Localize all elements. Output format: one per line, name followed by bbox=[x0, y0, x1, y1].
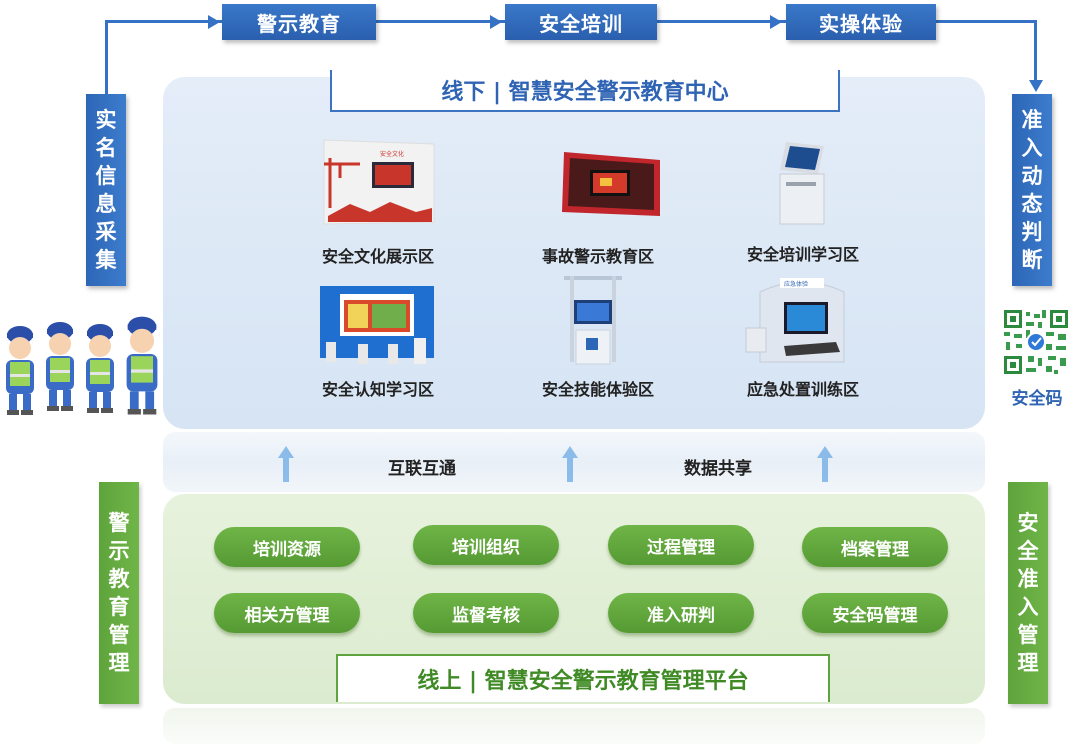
module-safety-code-management: 安全码管理 bbox=[802, 593, 948, 633]
skills-experience-area-image bbox=[564, 276, 622, 365]
emergency-training-area-image: 应急体验 bbox=[745, 278, 845, 363]
interconnection-label: 互联互通 bbox=[388, 459, 456, 479]
vertical-char: 管 bbox=[108, 623, 130, 647]
zone-label-culture-display: 安全文化展示区 bbox=[321, 247, 434, 266]
arrow-right-icon bbox=[208, 15, 220, 29]
module-training-resources: 培训资源 bbox=[214, 527, 360, 567]
up-arrow-icon bbox=[817, 446, 833, 482]
vertical-char: 态 bbox=[1021, 192, 1043, 216]
arrow-right-icon bbox=[770, 15, 782, 29]
vertical-char: 管 bbox=[1017, 623, 1039, 647]
workers-illustration bbox=[6, 316, 158, 415]
vertical-char: 入 bbox=[1021, 136, 1043, 160]
vertical-char: 名 bbox=[95, 136, 117, 160]
cognition-learning-area-image bbox=[320, 286, 434, 364]
vertical-char: 准 bbox=[1017, 567, 1039, 591]
flow-line-right-vertical bbox=[1034, 20, 1037, 80]
vertical-char: 理 bbox=[1017, 651, 1039, 675]
zone-label-training-learning: 安全培训学习区 bbox=[746, 245, 859, 264]
qr-label: 安全码 bbox=[1011, 389, 1063, 409]
module-training-organization: 培训组织 bbox=[413, 525, 559, 565]
zone-label-accident-warning: 事故警示教育区 bbox=[541, 247, 654, 266]
vertical-char: 育 bbox=[108, 595, 130, 619]
module-access-evaluation: 准入研判 bbox=[608, 593, 754, 633]
vertical-char: 实 bbox=[95, 108, 117, 132]
svg-text:安全文化: 安全文化 bbox=[380, 150, 404, 158]
safety-qr-code bbox=[1002, 308, 1070, 376]
vertical-char: 安 bbox=[1017, 511, 1039, 535]
vertical-char: 动 bbox=[1021, 164, 1043, 188]
module-supervision-assessment: 监督考核 bbox=[413, 593, 559, 633]
arrow-down-icon bbox=[1029, 80, 1043, 92]
realname-info-collection-label: 实名信息采集 bbox=[86, 94, 126, 286]
offline-panel bbox=[163, 77, 985, 429]
vertical-char: 入 bbox=[1017, 595, 1039, 619]
online-title: 线上 | 智慧安全警示教育管理平台 bbox=[336, 654, 830, 702]
module-related-party-management: 相关方管理 bbox=[214, 593, 360, 633]
up-arrow-icon bbox=[562, 446, 578, 482]
access-dynamic-judgement-label: 准入动态判断 bbox=[1012, 94, 1052, 286]
vertical-char: 集 bbox=[95, 248, 117, 272]
vertical-char: 准 bbox=[1021, 108, 1043, 132]
training-kiosk-image bbox=[779, 142, 825, 225]
accident-warning-booth-image bbox=[562, 152, 660, 216]
module-archive-management: 档案管理 bbox=[802, 527, 948, 567]
flow-line-left-vertical bbox=[105, 20, 108, 96]
safety-access-management-label: 安全准入管理 bbox=[1008, 482, 1048, 704]
vertical-char: 示 bbox=[108, 539, 130, 563]
flow-step-practical-experience: 实操体验 bbox=[786, 4, 936, 40]
online-panel-shadow bbox=[163, 708, 985, 744]
connection-band bbox=[163, 432, 985, 492]
culture-display-wall-image: 安全文化 bbox=[323, 139, 435, 225]
arrow-right-icon bbox=[490, 15, 502, 29]
zone-label-cognition-learning: 安全认知学习区 bbox=[321, 380, 434, 399]
up-arrow-icon bbox=[278, 446, 294, 482]
module-process-management: 过程管理 bbox=[608, 525, 754, 565]
svg-text:应急体验: 应急体验 bbox=[784, 280, 808, 288]
flow-step-safety-training: 安全培训 bbox=[505, 4, 657, 40]
zone-label-emergency-training: 应急处置训练区 bbox=[746, 380, 859, 399]
vertical-char: 全 bbox=[1017, 539, 1039, 563]
offline-title: 线下 | 智慧安全警示教育中心 bbox=[330, 70, 840, 112]
vertical-char: 信 bbox=[95, 164, 117, 188]
vertical-char: 判 bbox=[1021, 220, 1043, 244]
vertical-char: 教 bbox=[108, 567, 130, 591]
vertical-char: 采 bbox=[95, 220, 117, 244]
zone-label-skills-experience: 安全技能体验区 bbox=[541, 380, 654, 399]
flow-step-warning-education: 警示教育 bbox=[222, 4, 376, 40]
warning-education-management-label: 警示教育管理 bbox=[99, 482, 139, 704]
vertical-char: 断 bbox=[1021, 248, 1043, 272]
vertical-char: 息 bbox=[95, 192, 117, 216]
data-sharing-label: 数据共享 bbox=[684, 459, 752, 479]
vertical-char: 理 bbox=[108, 651, 130, 675]
vertical-char: 警 bbox=[108, 511, 130, 535]
